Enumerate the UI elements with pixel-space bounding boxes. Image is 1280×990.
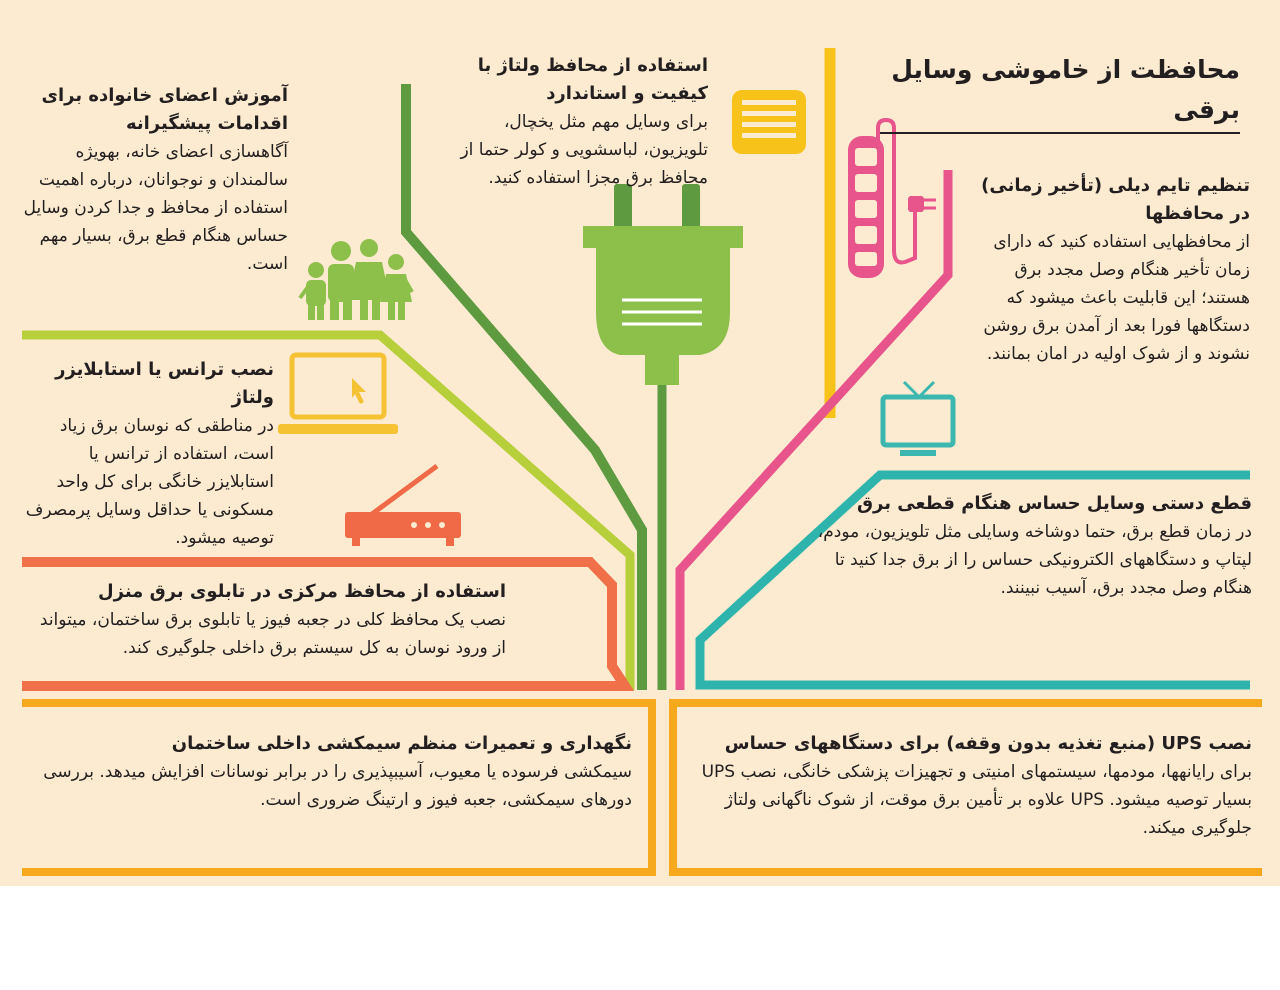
section-timer-body: از محافظهایی استفاده کنید که دارای زمان …	[983, 232, 1250, 364]
section-family-heading: آموزش اعضای خانواده برای اقدامات پیشگیرا…	[41, 85, 289, 134]
section-ups-body: برای رایانهها، مودمها، سیستمهای امنیتی و…	[701, 762, 1252, 838]
section-timer: تنظیم تایم دیلی (تأخیر زمانی) در محافظها…	[968, 172, 1250, 368]
infographic-board: محافظت از خاموشی وسایل برقی تنظیم تایم د…	[0, 0, 1280, 886]
section-manual-body: در زمان قطع برق، حتما دوشاخه وسایلی مثل …	[817, 522, 1252, 598]
section-ups: نصب UPS (منبع تغذیه بدون وقفه) برای دستگ…	[688, 730, 1252, 842]
section-family-body: آگاهسازی اعضای خانه، بهویژه سالمندان و ن…	[23, 142, 288, 274]
plug-icon	[583, 184, 743, 385]
lime-wire	[22, 330, 635, 690]
teal-wire	[695, 470, 1250, 690]
bottom-left-frame	[22, 699, 656, 876]
section-wiring-body: سیمکشی فرسوده یا معیوب، آسیبپذیری را در …	[43, 762, 632, 810]
tv-icon	[880, 380, 956, 456]
section-quality-body: برای وسایل مهم مثل یخچال، تلویزیون، لباس…	[460, 112, 708, 188]
green-wire	[401, 84, 647, 690]
section-family: آموزش اعضای خانواده برای اقدامات پیشگیرا…	[22, 82, 288, 278]
section-central-heading: استفاده از محافظ مرکزی در تابلوی برق منز…	[98, 581, 506, 602]
section-manual-heading: قطع دستی وسایل حساس هنگام قطعی برق	[856, 493, 1252, 514]
family-icon	[298, 239, 414, 320]
section-stabilizer-heading: نصب ترانس یا استابلایزر ولتاژ	[55, 359, 274, 408]
section-stabilizer: نصب ترانس یا استابلایزر ولتاژ در مناطقی …	[22, 356, 274, 552]
section-stabilizer-body: در مناطقی که نوسان برق زیاد است، استفاده…	[25, 416, 274, 548]
bottom-right-frame	[669, 699, 1262, 876]
section-timer-heading: تنظیم تایم دیلی (تأخیر زمانی) در محافظها	[981, 175, 1250, 224]
section-ups-heading: نصب UPS (منبع تغذیه بدون وقفه) برای دستگ…	[724, 733, 1252, 754]
section-quality: استفاده از محافظ ولتاژ با کیفیت و استاند…	[436, 52, 708, 192]
section-wiring-heading: نگهداری و تعمیرات منظم سیمکشی داخلی ساخت…	[171, 733, 632, 754]
section-quality-heading: استفاده از محافظ ولتاژ با کیفیت و استاند…	[477, 55, 708, 104]
stabilizer-icon	[732, 90, 806, 154]
laptop-icon	[278, 352, 398, 434]
wire-lines	[22, 48, 1262, 876]
orange-wire	[22, 557, 635, 691]
section-wiring: نگهداری و تعمیرات منظم سیمکشی داخلی ساخت…	[22, 730, 632, 814]
page-title: محافظت از خاموشی وسایل برقی	[880, 50, 1240, 134]
section-central: استفاده از محافظ مرکزی در تابلوی برق منز…	[28, 578, 506, 662]
section-central-body: نصب یک محافظ کلی در جعبه فیوز یا تابلوی …	[39, 610, 506, 658]
section-manual: قطع دستی وسایل حساس هنگام قطعی برق در زم…	[800, 490, 1252, 602]
power-strip-icon	[848, 117, 936, 278]
router-icon	[345, 463, 461, 546]
pink-wire	[675, 170, 953, 690]
